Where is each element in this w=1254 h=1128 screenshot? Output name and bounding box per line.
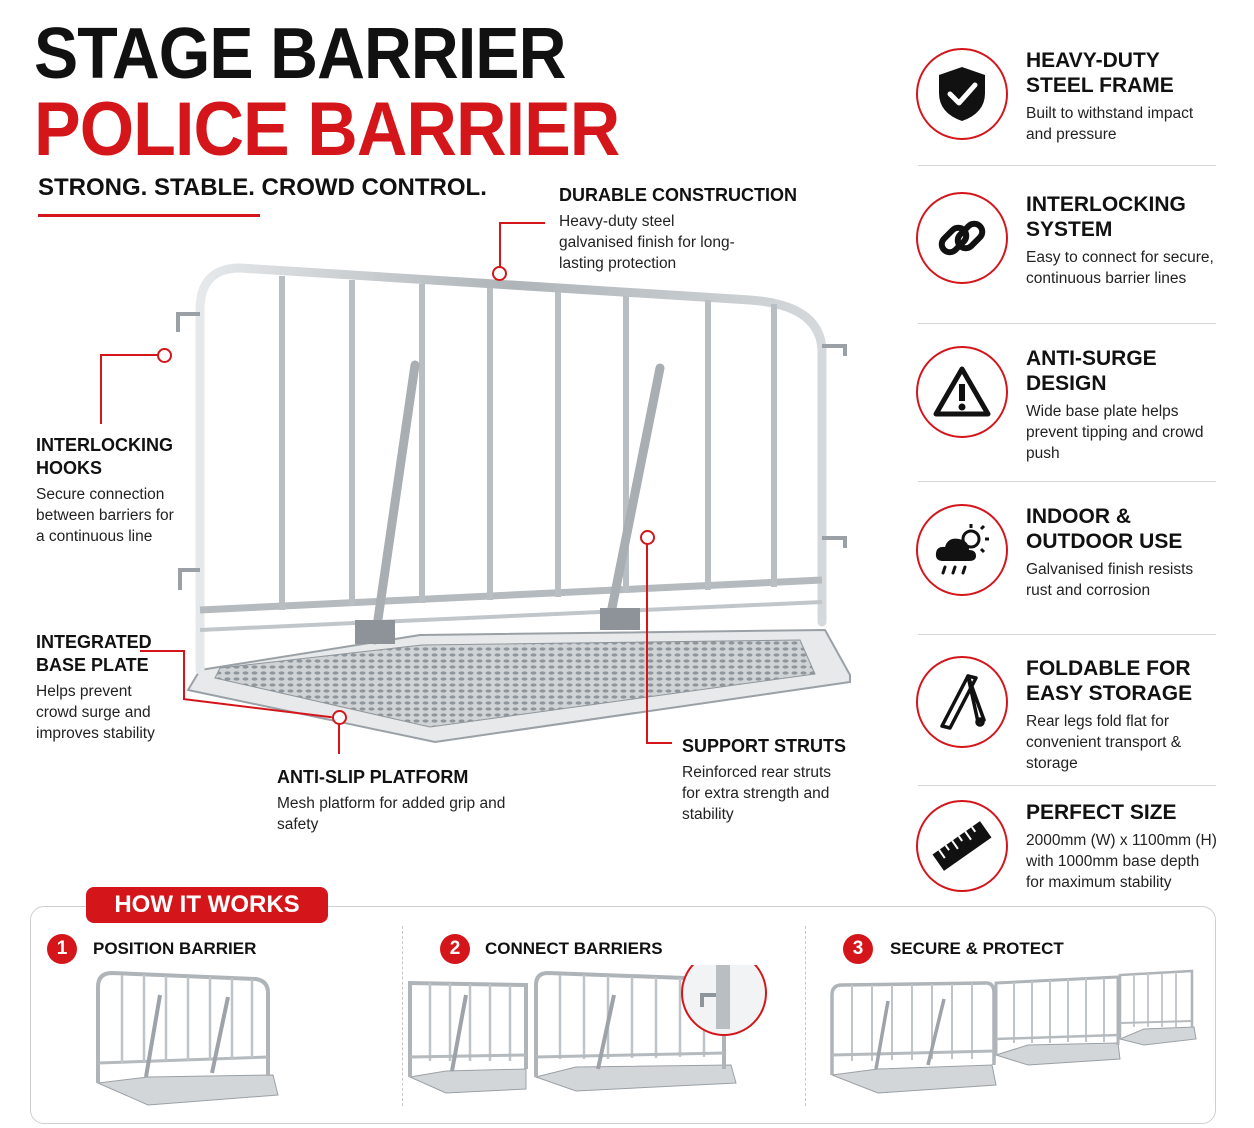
feature-text: 2000mm (W) x 1100mm (H) with 1000mm base… bbox=[1026, 832, 1217, 891]
step-3-barrier-illustration bbox=[830, 969, 1197, 1094]
callout-hooks-heading: INTERLOCKING HOOKS bbox=[36, 435, 173, 478]
step-3-number: 3 bbox=[843, 934, 873, 964]
folded-leg-icon bbox=[916, 656, 1008, 748]
callout-hooks-text: Secure connection between barriers for a… bbox=[36, 486, 174, 545]
feature-text: Easy to connect for secure, continuous b… bbox=[1026, 249, 1214, 287]
callout-platform-text: Mesh platform for added grip and safety bbox=[277, 795, 506, 833]
feature-heading: INTERLOCKING SYSTEM bbox=[1026, 193, 1186, 241]
feature-heading: ANTI-SURGE DESIGN bbox=[1026, 347, 1157, 395]
barrier-illustration bbox=[176, 263, 851, 744]
weather-icon bbox=[916, 504, 1008, 596]
shield-check-icon bbox=[916, 48, 1008, 140]
tagline: STRONG. STABLE. CROWD CONTROL. bbox=[38, 174, 487, 201]
callout-hooks: INTERLOCKING HOOKS Secure connection bet… bbox=[36, 434, 176, 547]
feature-heading: PERFECT SIZE bbox=[1026, 801, 1177, 824]
callout-struts-text: Reinforced rear struts for extra strengt… bbox=[682, 764, 832, 823]
feature-text: Rear legs fold flat for convenient trans… bbox=[1026, 713, 1182, 772]
feature-indoor-outdoor: INDOOR & OUTDOOR USE Galvanised finish re… bbox=[916, 504, 1216, 654]
step-3-label: SECURE & PROTECT bbox=[890, 939, 1064, 958]
hooks-dot bbox=[157, 348, 172, 363]
feature-interlocking: INTERLOCKING SYSTEM Easy to connect for s… bbox=[916, 192, 1216, 342]
callout-platform-heading: ANTI-SLIP PLATFORM bbox=[277, 767, 469, 787]
platform-leader-line bbox=[338, 724, 340, 754]
platform-dot bbox=[332, 710, 347, 725]
base-leader-line-v bbox=[183, 650, 185, 700]
durable-leader-line bbox=[499, 222, 501, 268]
feature-size: PERFECT SIZE 2000mm (W) x 1100mm (H) with… bbox=[916, 800, 1217, 950]
callout-struts-heading: SUPPORT STRUTS bbox=[682, 736, 847, 756]
step-1-number: 1 bbox=[47, 934, 77, 964]
struts-dot bbox=[640, 530, 655, 545]
callout-base: INTEGRATED BASE PLATE Helps prevent crow… bbox=[36, 631, 176, 744]
feature-text: Wide base plate helps prevent tipping an… bbox=[1026, 403, 1204, 462]
struts-leader-line bbox=[646, 544, 648, 744]
feature-divider bbox=[918, 785, 1216, 786]
ruler-icon bbox=[916, 800, 1008, 892]
callout-base-text: Helps prevent crowd surge and improves s… bbox=[36, 683, 155, 742]
feature-heavy-duty: HEAVY-DUTY STEEL FRAME Built to withstand… bbox=[916, 48, 1216, 198]
how-it-works-panel bbox=[30, 906, 1216, 1124]
feature-heading: FOLDABLE FOR EASY STORAGE bbox=[1026, 657, 1193, 705]
feature-foldable: FOLDABLE FOR EASY STORAGE Rear legs fold … bbox=[916, 656, 1216, 806]
feature-divider bbox=[918, 481, 1216, 482]
durable-dot bbox=[492, 266, 507, 281]
feature-heading: HEAVY-DUTY STEEL FRAME bbox=[1026, 49, 1174, 97]
struts-leader-line-h bbox=[646, 742, 672, 744]
feature-anti-surge: ANTI-SURGE DESIGN Wide base plate helps p… bbox=[916, 346, 1216, 496]
how-it-works-title: HOW IT WORKS bbox=[86, 887, 328, 923]
feature-divider bbox=[918, 323, 1216, 324]
callout-durable-heading: DURABLE CONSTRUCTION bbox=[559, 185, 797, 205]
step-2-barrier-illustration bbox=[408, 965, 767, 1094]
step-1-label: POSITION BARRIER bbox=[93, 939, 257, 958]
hooks-leader-line bbox=[100, 354, 102, 424]
step-2-label: CONNECT BARRIERS bbox=[485, 939, 663, 958]
tagline-underline bbox=[38, 214, 260, 217]
feature-text: Built to withstand impact and pressure bbox=[1026, 105, 1194, 143]
step-divider bbox=[402, 926, 403, 1106]
feature-text: Galvanised finish resists rust and corro… bbox=[1026, 561, 1194, 599]
hooks-leader-line-h bbox=[100, 354, 158, 356]
feature-heading: INDOOR & OUTDOOR USE bbox=[1026, 505, 1183, 553]
callout-base-heading: INTEGRATED BASE PLATE bbox=[36, 632, 152, 675]
feature-divider bbox=[918, 634, 1216, 635]
step-1-barrier-illustration bbox=[96, 970, 279, 1106]
callout-durable: DURABLE CONSTRUCTION Heavy-duty steel ga… bbox=[559, 184, 809, 274]
feature-divider bbox=[918, 165, 1216, 166]
step-2-number: 2 bbox=[440, 934, 470, 964]
warning-triangle-icon bbox=[916, 346, 1008, 438]
step-divider bbox=[805, 926, 806, 1106]
base-leader-line-h bbox=[140, 650, 184, 652]
title-stage-barrier: STAGE BARRIER bbox=[34, 14, 566, 94]
durable-leader-line-h bbox=[499, 222, 545, 224]
callout-platform: ANTI-SLIP PLATFORM Mesh platform for add… bbox=[277, 766, 507, 835]
callout-durable-text: Heavy-duty steel galvanised finish for l… bbox=[559, 213, 735, 272]
chain-link-icon bbox=[916, 192, 1008, 284]
title-police-barrier: POLICE BARRIER bbox=[34, 87, 620, 172]
callout-struts: SUPPORT STRUTS Reinforced rear struts fo… bbox=[682, 735, 852, 825]
